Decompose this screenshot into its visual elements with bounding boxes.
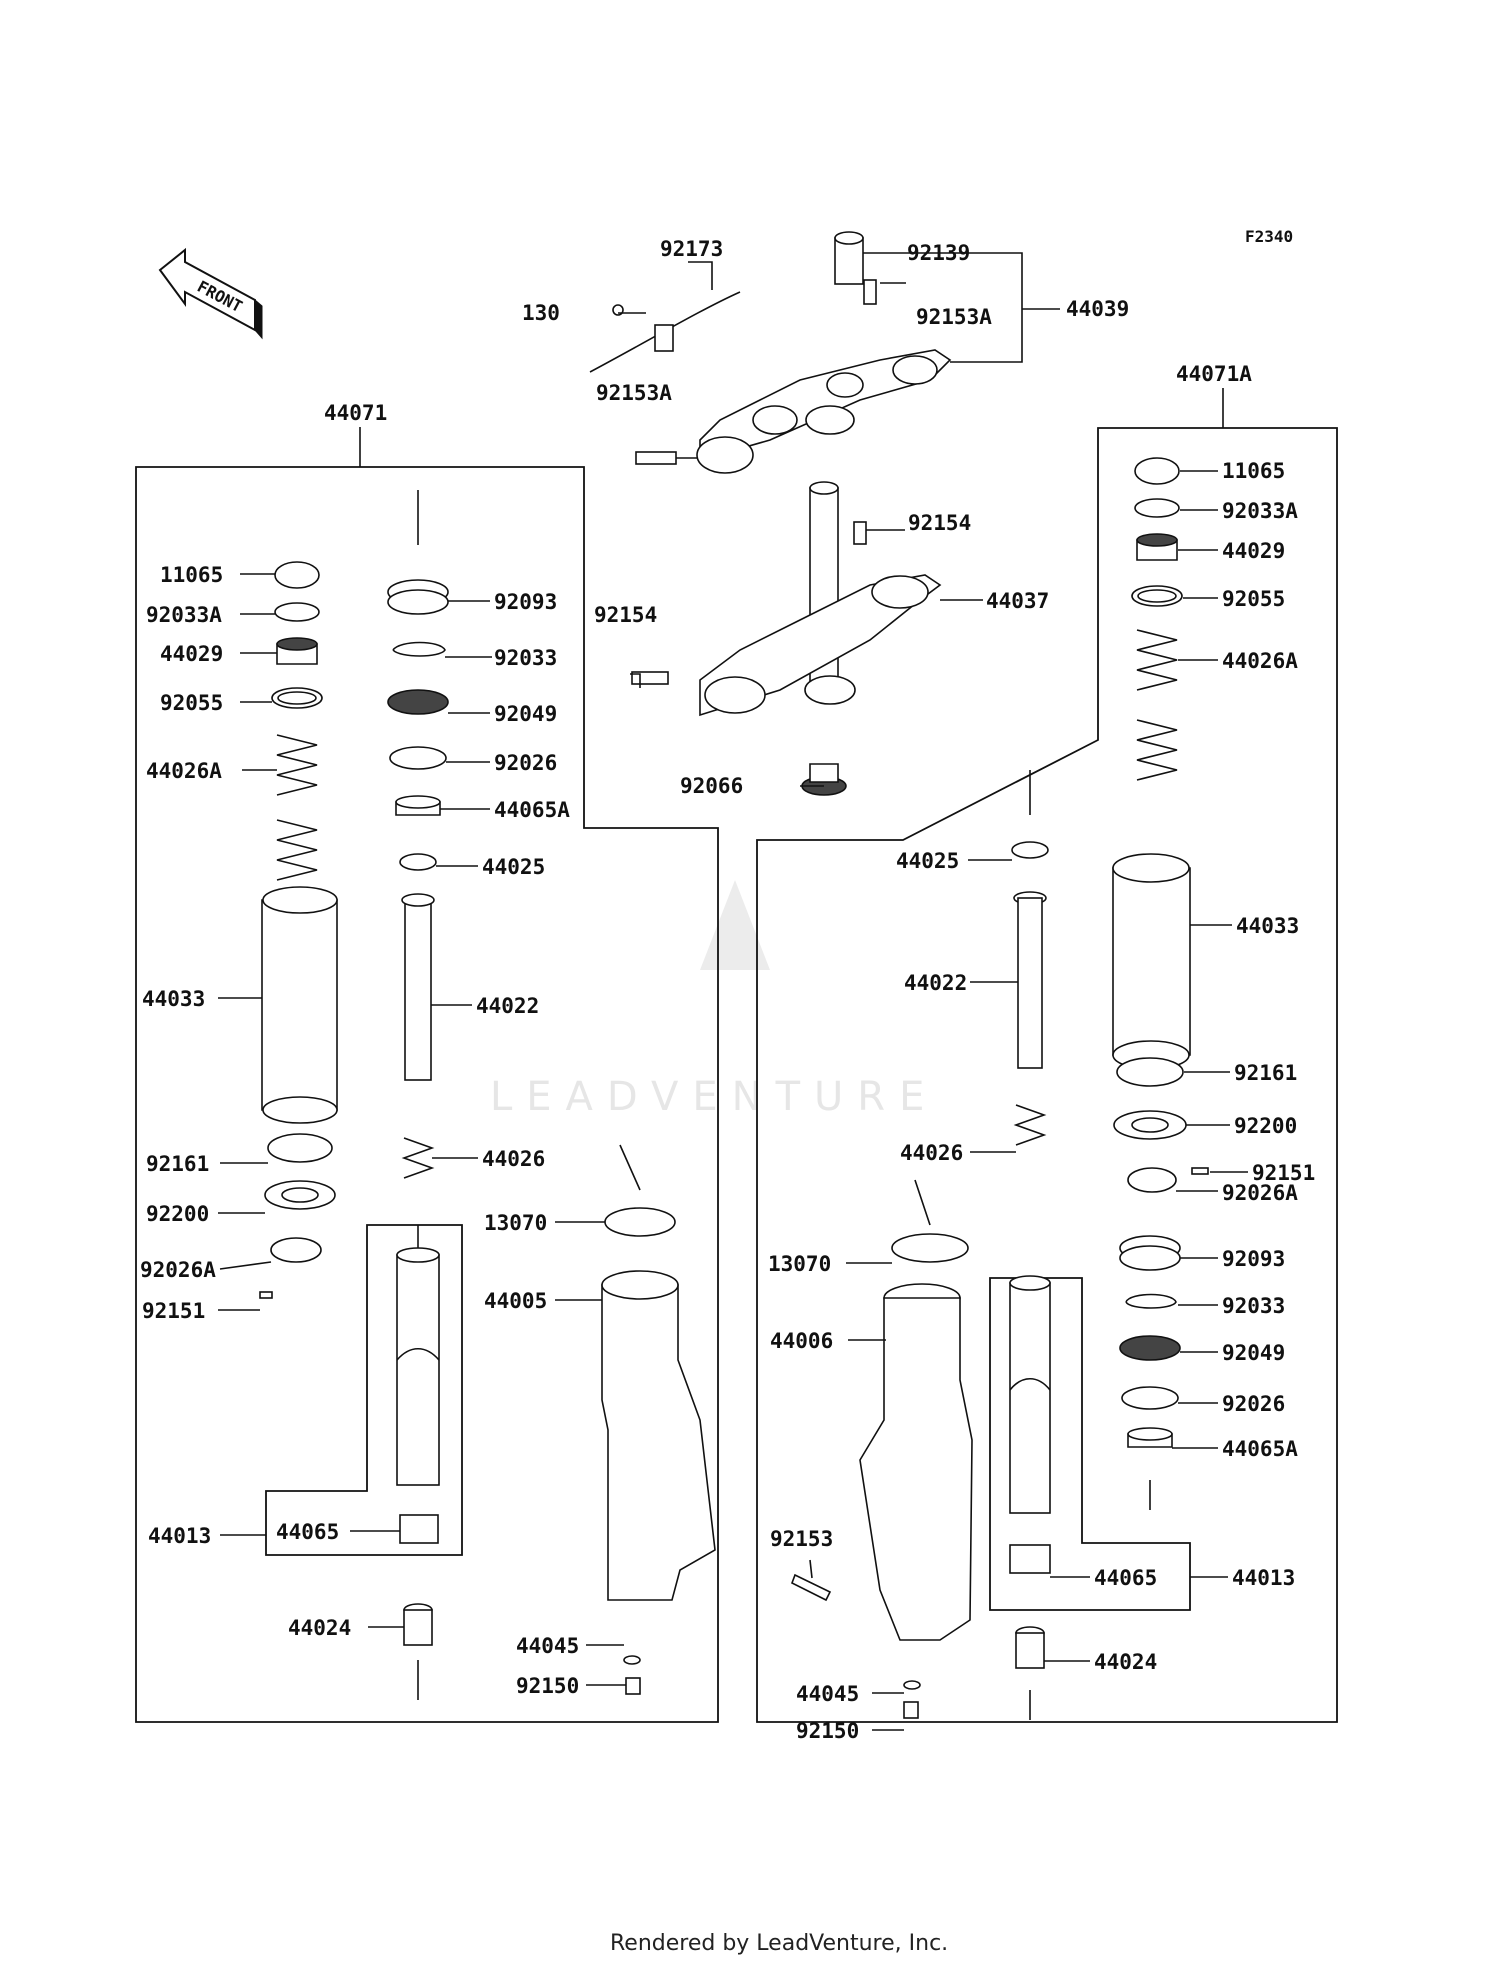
label-right-92033: 92033 — [1222, 1294, 1285, 1318]
label-left-92026A: 92026A — [140, 1258, 216, 1282]
label-left-44026: 44026 — [482, 1147, 545, 1171]
right-spring-44026A — [1136, 629, 1178, 781]
label-left-44005: 44005 — [484, 1289, 547, 1313]
left-leaders — [218, 490, 641, 1700]
label-left-92161: 92161 — [146, 1152, 209, 1176]
left-middle-parts — [387, 579, 449, 1255]
label-left-44025: 44025 — [482, 855, 545, 879]
right-fork-frame — [756, 388, 1338, 1723]
left-cover-44033 — [261, 886, 338, 1124]
label-left-44026A: 44026A — [146, 759, 222, 783]
label-right-44025: 44025 — [896, 849, 959, 873]
label-right-44045: 44045 — [796, 1682, 859, 1706]
label-right-11065: 11065 — [1222, 459, 1285, 483]
left-outer-tube-44005 — [601, 1207, 716, 1695]
right-outer-tube-44006 — [790, 1283, 973, 1719]
label-44037: 44037 — [986, 589, 1049, 613]
label-right-44024: 44024 — [1094, 1650, 1157, 1674]
label-130: 130 — [522, 301, 560, 325]
label-left-44029: 44029 — [160, 642, 223, 666]
label-left-92033A: 92033A — [146, 603, 222, 627]
label-right-44026: 44026 — [900, 1141, 963, 1165]
left-fork-frame — [135, 427, 719, 1723]
label-right-92093: 92093 — [1222, 1247, 1285, 1271]
label-left-44045: 44045 — [516, 1634, 579, 1658]
front-arrow-icon: FRONT — [158, 247, 263, 340]
label-right-44022: 44022 — [904, 971, 967, 995]
label-92139: 92139 — [907, 241, 970, 265]
label-right-44029: 44029 — [1222, 539, 1285, 563]
label-44039: 44039 — [1066, 297, 1129, 321]
label-left-44065A: 44065A — [494, 798, 570, 822]
label-left-44033: 44033 — [142, 987, 205, 1011]
label-right-44006: 44006 — [770, 1329, 833, 1353]
label-left-44024: 44024 — [288, 1616, 351, 1640]
label-right-44013: 44013 — [1232, 1566, 1295, 1590]
label-left-group-44071: 44071 — [324, 401, 387, 425]
label-right-92033A: 92033A — [1222, 499, 1298, 523]
label-right-92151: 92151 — [1252, 1161, 1315, 1185]
left-inner-tube-44013 — [396, 1247, 440, 1646]
top-leaders — [618, 252, 1060, 787]
right-middle-parts — [891, 841, 1049, 1263]
right-cap-stack — [1131, 457, 1183, 607]
label-left-11065: 11065 — [160, 563, 223, 587]
bearing-92066 — [801, 763, 847, 796]
right-inner-tube-44013 — [1009, 1275, 1051, 1669]
label-92153A-a: 92153A — [916, 305, 992, 329]
label-right-44065: 44065 — [1094, 1566, 1157, 1590]
label-right-92055: 92055 — [1222, 587, 1285, 611]
diagram-code: F2340 — [1245, 227, 1293, 246]
right-cover-44033 — [1112, 853, 1191, 1070]
label-left-92049: 92049 — [494, 702, 557, 726]
label-right-92049: 92049 — [1222, 1341, 1285, 1365]
label-right-92026: 92026 — [1222, 1392, 1285, 1416]
left-spring-44026A — [276, 734, 318, 881]
label-right-92026A: 92026A — [1222, 1181, 1298, 1205]
stem-44037 — [631, 481, 942, 717]
footer-credit: Rendered by LeadVenture, Inc. — [610, 1931, 948, 1956]
label-92066: 92066 — [680, 774, 743, 798]
label-left-92093: 92093 — [494, 590, 557, 614]
upper-bracket-44039 — [696, 231, 952, 474]
label-right-group-44071A: 44071A — [1176, 362, 1252, 386]
label-left-44013: 44013 — [148, 1524, 211, 1548]
label-92154-a: 92154 — [908, 511, 971, 535]
label-right-13070: 13070 — [768, 1252, 831, 1276]
cable-92173 — [589, 291, 741, 373]
label-left-92026: 92026 — [494, 751, 557, 775]
label-right-92200: 92200 — [1234, 1114, 1297, 1138]
right-leaders — [809, 470, 1248, 1731]
label-right-92150: 92150 — [796, 1719, 859, 1743]
label-92153A-b: 92153A — [596, 381, 672, 405]
right-lower-rings — [1113, 1057, 1209, 1448]
label-left-92033: 92033 — [494, 646, 557, 670]
watermark: LEADVENTURE — [490, 880, 938, 1120]
label-92154-b: 92154 — [594, 603, 657, 627]
label-left-44065: 44065 — [276, 1520, 339, 1544]
label-right-92161: 92161 — [1234, 1061, 1297, 1085]
label-left-92200: 92200 — [146, 1202, 209, 1226]
label-right-44033: 44033 — [1236, 914, 1299, 938]
label-right-92153: 92153 — [770, 1527, 833, 1551]
label-left-44022: 44022 — [476, 994, 539, 1018]
label-92173: 92173 — [660, 237, 723, 261]
label-right-44065A: 44065A — [1222, 1437, 1298, 1461]
label-left-92055: 92055 — [160, 691, 223, 715]
watermark-text: LEADVENTURE — [490, 1074, 938, 1120]
label-left-92151: 92151 — [142, 1299, 205, 1323]
left-cap-stack — [271, 561, 323, 709]
label-left-92150: 92150 — [516, 1674, 579, 1698]
label-right-44026A: 44026A — [1222, 649, 1298, 673]
label-left-13070: 13070 — [484, 1211, 547, 1235]
left-lower-rings — [259, 1133, 336, 1299]
